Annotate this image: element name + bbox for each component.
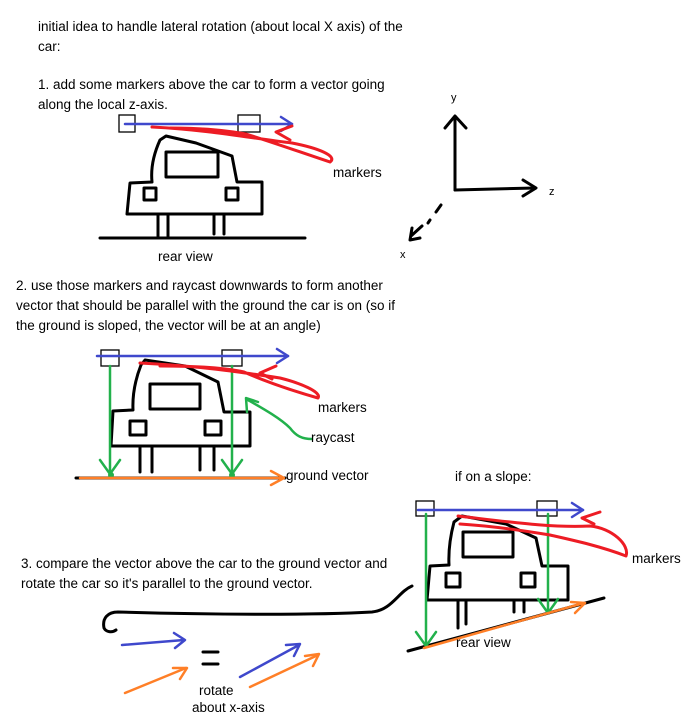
car-drawing-slope bbox=[406, 514, 606, 653]
raycast-lines-slope bbox=[414, 512, 560, 648]
about-x-axis-label: about x-axis bbox=[192, 700, 265, 715]
axis-z-label: z bbox=[549, 186, 555, 198]
step3-text: 3. compare the vector above the car to t… bbox=[21, 556, 388, 591]
markers-pointer-arrow-step1 bbox=[150, 124, 334, 164]
rotate-label: rotate bbox=[199, 683, 234, 698]
ground-vector-arrow-slope bbox=[422, 600, 587, 650]
axes-gizmo bbox=[408, 114, 538, 242]
rear-view-label-step1: rear view bbox=[158, 249, 213, 264]
rear-view-label-slope: rear view bbox=[456, 635, 511, 650]
ground-vector-label: ground vector bbox=[286, 468, 369, 483]
markers-pointer-arrow-slope bbox=[456, 510, 628, 558]
equals-sign: = bbox=[202, 646, 203, 666]
compare-orange-arrow bbox=[123, 666, 189, 695]
rotated-orange-arrow bbox=[248, 652, 321, 689]
rotated-blue-arrow bbox=[238, 642, 302, 679]
markers-slope bbox=[415, 500, 558, 517]
axis-x-label: x bbox=[400, 249, 406, 261]
step2-text: 2. use those markers and raycast downwar… bbox=[16, 278, 395, 333]
slope-title: if on a slope: bbox=[455, 469, 532, 484]
ground-vector-arrow bbox=[78, 469, 286, 487]
axis-y-label: y bbox=[451, 92, 457, 104]
markers-label-step1: markers bbox=[333, 165, 382, 180]
raycast-label: raycast bbox=[311, 430, 355, 445]
markers-label-slope: markers bbox=[632, 551, 681, 566]
top-vector-arrow-step2 bbox=[95, 347, 290, 365]
top-vector-arrow-slope bbox=[416, 501, 585, 519]
step1-text: 1. add some markers above the car to for… bbox=[38, 77, 385, 112]
markers-label-step2: markers bbox=[318, 400, 367, 415]
markers-pointer-arrow-step2 bbox=[138, 361, 320, 400]
car-drawing-step1 bbox=[98, 134, 307, 240]
compare-blue-arrow bbox=[120, 631, 187, 650]
equals-sign-lines bbox=[201, 650, 220, 666]
intro-text: initial idea to handle lateral rotation … bbox=[38, 19, 403, 54]
connector-squiggle bbox=[102, 584, 414, 634]
raycast-lines bbox=[98, 364, 314, 478]
